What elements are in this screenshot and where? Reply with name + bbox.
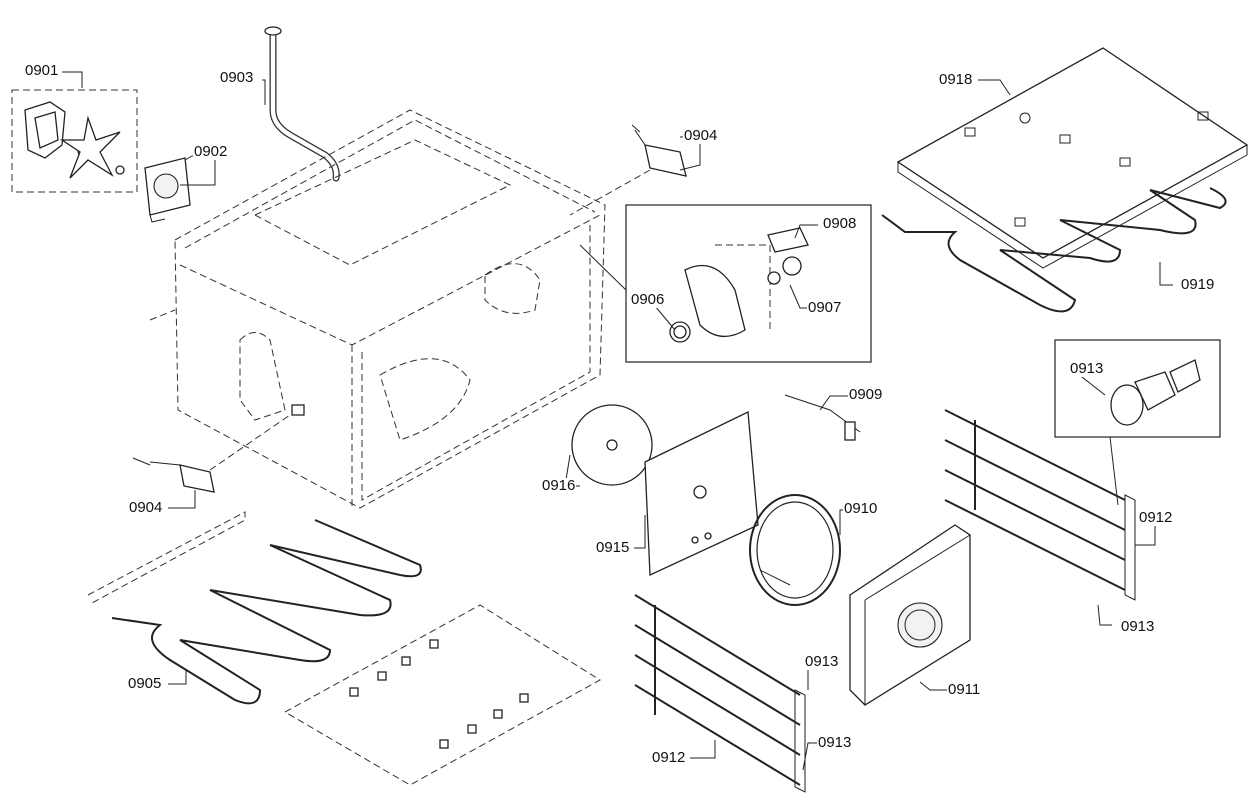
callout-0905: 0905 — [127, 675, 163, 692]
callout-0912-bottom: 0912 — [651, 749, 687, 766]
callout-0904-top: 0904 — [683, 127, 719, 144]
part-0919-heating-element — [881, 187, 1227, 313]
callout-0918: 0918 — [938, 71, 974, 88]
part-0904-sensor-top — [569, 124, 687, 216]
part-0904-sensor-bottom — [132, 414, 291, 493]
callout-0911: 0911 — [947, 681, 982, 698]
callout-0906: 0906 — [630, 291, 666, 308]
oven-cavity — [149, 109, 606, 509]
callout-0901: 0901 — [24, 62, 60, 79]
inset-detail-box — [579, 204, 872, 363]
callout-0903: 0903 — [219, 69, 255, 86]
part-0916-round-plate — [571, 404, 653, 486]
part-0903-pipe — [264, 26, 340, 182]
part-0910-ring-element — [749, 494, 841, 606]
part-0918-top-plate — [896, 47, 1249, 269]
callout-0904-bottom: 0904 — [128, 499, 164, 516]
callout-0913-middle: 0913 — [804, 653, 840, 670]
callout-0916: 0916 — [541, 477, 577, 494]
callout-0919: 0919 — [1180, 276, 1216, 293]
part-0911-fan-cover — [849, 524, 971, 706]
part-0912-rack-bottom — [634, 594, 806, 793]
callout-0912-right: 0912 — [1138, 509, 1174, 526]
part-0909-probe — [784, 394, 861, 441]
callout-0915: 0915 — [595, 539, 631, 556]
callout-0913-bottom: 0913 — [817, 734, 853, 751]
part-0915-back-plate — [644, 411, 759, 576]
callout-0913-inset: 0913 — [1069, 360, 1105, 377]
part-0912-rack-right — [944, 409, 1136, 601]
callout-0908: 0908 — [822, 215, 858, 232]
part-0902-plate — [144, 157, 191, 223]
callout-0913-right: 0913 — [1120, 618, 1156, 635]
part-0901-fan-motor — [11, 89, 138, 193]
bottom-tray — [283, 604, 601, 786]
callout-0902: 0902 — [193, 143, 229, 160]
part-0905-lower-element — [87, 511, 422, 705]
callout-0909: 0909 — [848, 386, 884, 403]
inset-0913-detail — [1054, 339, 1221, 506]
callout-0910: 0910 — [843, 500, 879, 517]
callout-0907: 0907 — [807, 299, 843, 316]
